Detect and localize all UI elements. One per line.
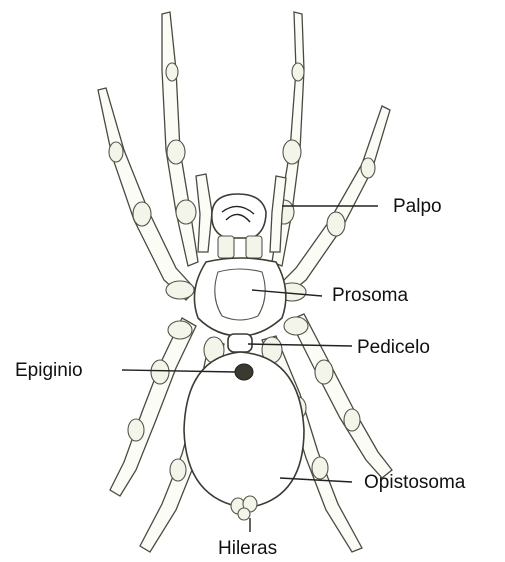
epigynum-mark xyxy=(235,364,253,380)
spinnerets xyxy=(231,496,257,520)
sternum xyxy=(215,269,265,320)
label-opistosoma: Opistosoma xyxy=(364,472,465,494)
label-pedicelo: Pedicelo xyxy=(357,337,430,359)
pedicel-shape xyxy=(228,334,252,352)
label-epiginio: Epiginio xyxy=(15,360,83,382)
label-prosoma: Prosoma xyxy=(332,285,408,307)
label-hileras: Hileras xyxy=(218,538,277,560)
leg-left-1 xyxy=(162,12,198,266)
label-palpo: Palpo xyxy=(393,196,442,218)
chelicerae xyxy=(212,194,266,258)
palp-left xyxy=(196,174,212,252)
